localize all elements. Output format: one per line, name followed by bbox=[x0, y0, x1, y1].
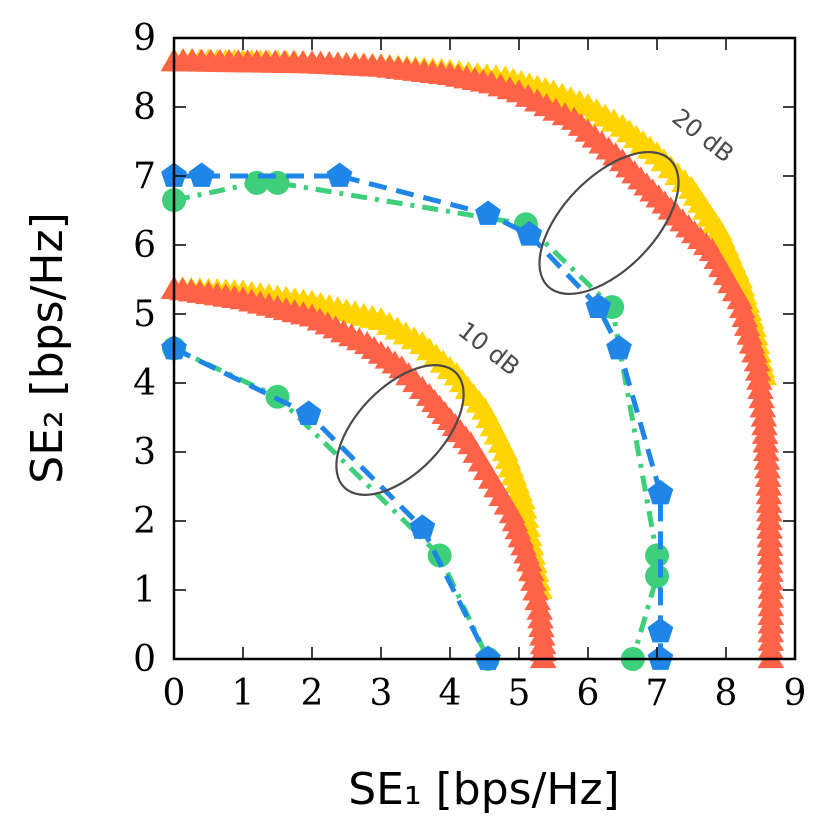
data-point-triangle bbox=[509, 486, 536, 510]
data-point-pentagon bbox=[606, 335, 632, 360]
x-tick-label: 6 bbox=[577, 673, 600, 714]
series-2 bbox=[160, 48, 785, 669]
series-6 bbox=[160, 275, 557, 669]
data-point-pentagon bbox=[647, 645, 674, 670]
series-7 bbox=[162, 336, 500, 671]
data-point-triangle bbox=[757, 645, 785, 669]
data-point-pentagon bbox=[585, 293, 612, 319]
data-point-pentagon bbox=[475, 200, 501, 225]
series-line bbox=[173, 59, 774, 659]
series-4 bbox=[161, 162, 674, 670]
data-point-triangle bbox=[520, 567, 547, 591]
y-tick-label: 3 bbox=[133, 432, 156, 473]
x-tick-label: 3 bbox=[370, 673, 393, 714]
series-layer bbox=[160, 48, 785, 671]
series-line bbox=[173, 180, 660, 660]
series-line bbox=[174, 173, 663, 659]
data-point-pentagon bbox=[295, 400, 322, 425]
x-tick-label: 7 bbox=[646, 673, 669, 714]
data-point-pentagon bbox=[409, 514, 436, 539]
data-point-triangle bbox=[518, 558, 545, 582]
y-tick-label: 7 bbox=[133, 156, 156, 197]
y-tick-label: 0 bbox=[133, 639, 156, 680]
y-axis-title: SE₂ [bps/Hz] bbox=[22, 212, 73, 483]
y-tick-label: 5 bbox=[133, 294, 156, 335]
y-tick-label: 4 bbox=[133, 363, 156, 404]
data-point-triangle bbox=[516, 548, 543, 572]
data-point-pentagon bbox=[647, 617, 674, 643]
data-point-triangle bbox=[522, 577, 549, 601]
y-tick-label: 2 bbox=[133, 501, 156, 542]
x-axis-title: SE₁ [bps/Hz] bbox=[348, 764, 619, 815]
x-tick-label: 8 bbox=[715, 673, 738, 714]
series-line bbox=[172, 346, 491, 661]
data-point-pentagon bbox=[188, 162, 215, 187]
series-line bbox=[172, 346, 491, 661]
annotation-ellipse-10db bbox=[335, 364, 465, 496]
annotation-label-20db: 20 dB bbox=[667, 103, 739, 168]
data-point-circle bbox=[427, 543, 452, 568]
x-tick-label: 4 bbox=[439, 673, 462, 714]
x-tick-label: 5 bbox=[508, 673, 531, 714]
data-point-triangle bbox=[529, 645, 557, 669]
data-point-triangle bbox=[524, 587, 551, 611]
ticks-layer: 0 1 2 3 4 5 6 7 8 9 0 1 2 3 4 5 6 7 8 9 bbox=[133, 18, 806, 714]
data-point-pentagon bbox=[475, 645, 501, 670]
y-tick-label: 9 bbox=[133, 18, 156, 59]
y-tick-label: 6 bbox=[133, 225, 156, 266]
x-tick-label: 1 bbox=[232, 673, 255, 714]
x-tick-label: 0 bbox=[163, 673, 186, 714]
plot-frame bbox=[172, 36, 797, 661]
data-point-circle bbox=[645, 564, 669, 589]
annotation-ellipse-20db bbox=[538, 150, 680, 296]
series-5 bbox=[160, 275, 553, 600]
series-3 bbox=[162, 170, 669, 671]
x-tick-label: 9 bbox=[784, 673, 807, 714]
y-tick-label: 8 bbox=[133, 87, 156, 128]
data-point-circle bbox=[645, 543, 669, 568]
data-point-pentagon bbox=[516, 221, 543, 246]
data-point-pentagon bbox=[647, 479, 674, 505]
x-tick-label: 2 bbox=[301, 673, 324, 714]
series-8 bbox=[161, 335, 501, 670]
y-tick-label: 1 bbox=[133, 570, 156, 611]
data-point-pentagon bbox=[326, 162, 353, 187]
